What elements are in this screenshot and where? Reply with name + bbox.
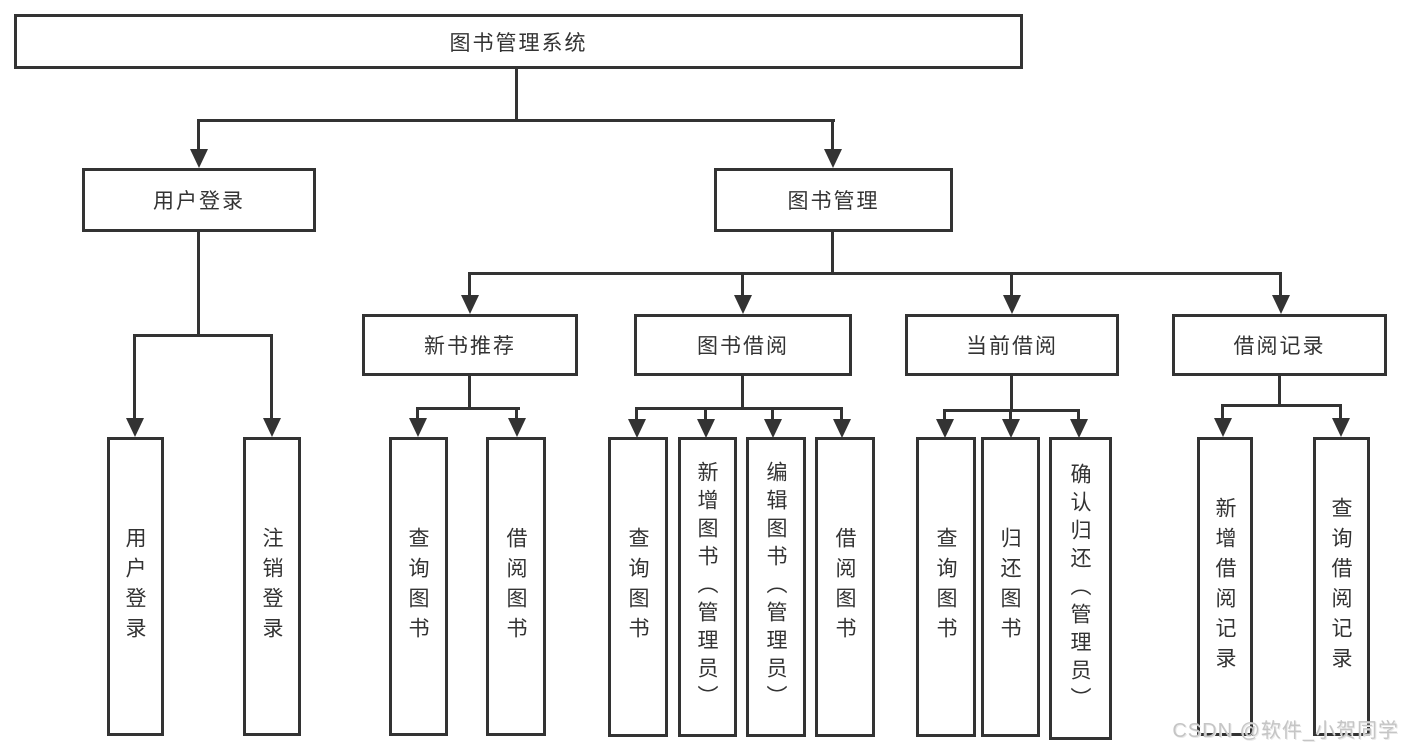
leaf-borrow-books: 借阅图书	[815, 437, 875, 737]
connector-line	[831, 119, 834, 152]
connector-line	[1010, 376, 1013, 412]
connector-line	[1221, 404, 1342, 407]
connector-line	[635, 407, 638, 421]
arrow-down	[508, 418, 526, 437]
arrow-down	[628, 419, 646, 438]
arrow-down	[1214, 418, 1232, 437]
arrow-down	[1002, 419, 1020, 438]
connector-line	[133, 334, 273, 337]
connector-line	[270, 334, 273, 421]
connector-line	[704, 407, 707, 421]
connector-line	[1339, 404, 1342, 421]
arrow-down	[936, 419, 954, 438]
connector-line	[1010, 272, 1013, 298]
node-new-book-recommend: 新书推荐	[362, 314, 578, 376]
connector-line	[515, 407, 518, 421]
connector-line	[771, 407, 774, 421]
connector-line	[1077, 409, 1080, 421]
arrow-down	[1272, 295, 1290, 314]
arrow-down	[126, 418, 144, 437]
leaf-borrow-books: 借阅图书	[486, 437, 546, 736]
connector-line	[741, 376, 744, 410]
node-borrow-records: 借阅记录	[1172, 314, 1387, 376]
arrow-down	[1332, 418, 1350, 437]
connector-line	[416, 407, 520, 410]
connector-line	[468, 272, 1282, 275]
arrow-down	[190, 149, 208, 168]
arrow-down	[263, 418, 281, 437]
connector-line	[197, 119, 835, 122]
node-library-system: 图书管理系统	[14, 14, 1023, 69]
leaf-confirm-return-admin: 确认归还（管理员）	[1049, 437, 1112, 740]
connector-line	[1279, 272, 1282, 298]
arrow-down	[697, 419, 715, 438]
arrow-down	[409, 418, 427, 437]
arrow-down	[833, 419, 851, 438]
node-book-management: 图书管理	[714, 168, 953, 232]
connector-line	[1221, 404, 1224, 421]
leaf-query-books: 查询图书	[916, 437, 976, 737]
leaf-add-borrow-record: 新增借阅记录	[1197, 437, 1253, 736]
connector-line	[1009, 409, 1012, 421]
csdn-watermark: CSDN @软件_小贺同学	[1172, 720, 1399, 742]
arrow-down	[764, 419, 782, 438]
arrow-down	[1070, 419, 1088, 438]
leaf-return-books: 归还图书	[981, 437, 1040, 737]
arrow-down	[824, 149, 842, 168]
connector-line	[468, 272, 471, 298]
connector-line	[1278, 376, 1281, 407]
connector-line	[741, 272, 744, 298]
connector-line	[831, 232, 834, 275]
leaf-query-borrow-record: 查询借阅记录	[1313, 437, 1370, 736]
connector-line	[635, 407, 843, 410]
arrow-down	[461, 295, 479, 314]
leaf-query-books: 查询图书	[608, 437, 668, 737]
connector-line	[197, 232, 200, 337]
node-book-borrowing: 图书借阅	[634, 314, 852, 376]
connector-line	[943, 409, 946, 421]
leaf-logout-login: 注销登录	[243, 437, 301, 736]
connector-line	[468, 376, 471, 410]
leaf-user-login: 用户登录	[107, 437, 164, 736]
connector-line	[840, 407, 843, 421]
connector-line	[515, 69, 518, 122]
connector-line	[416, 407, 419, 421]
node-user-login: 用户登录	[82, 168, 316, 232]
leaf-add-book-admin: 新增图书（管理员）	[678, 437, 737, 737]
connector-line	[197, 119, 200, 152]
connector-line	[133, 334, 136, 421]
node-current-borrowing: 当前借阅	[905, 314, 1119, 376]
leaf-edit-book-admin: 编辑图书（管理员）	[746, 437, 806, 737]
arrow-down	[734, 295, 752, 314]
leaf-query-books: 查询图书	[389, 437, 448, 736]
arrow-down	[1003, 295, 1021, 314]
